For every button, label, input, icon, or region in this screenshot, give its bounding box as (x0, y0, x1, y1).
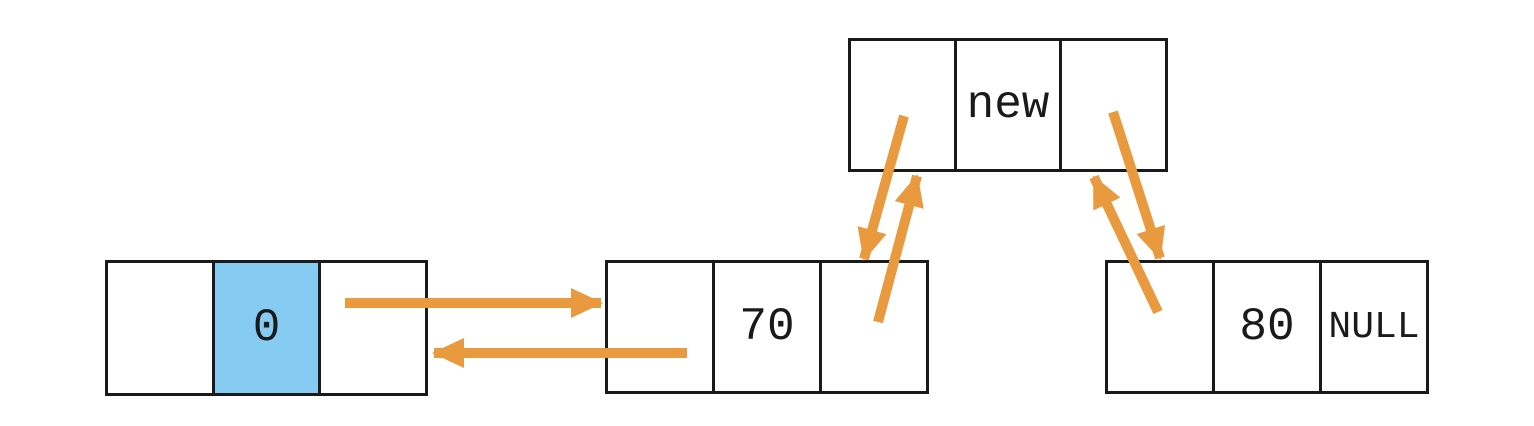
80-prev-pointer-cell (1108, 263, 1212, 391)
80-data-cell: 80 (1212, 263, 1319, 391)
node-80: 80 NULL (1105, 260, 1429, 394)
new-data-cell: new (953, 41, 1060, 169)
70-prev-pointer-cell (608, 263, 712, 391)
new-next-pointer-cell (1059, 41, 1165, 169)
70-next-pointer-cell (819, 263, 926, 391)
head-prev-pointer-cell (108, 263, 212, 393)
head-data-cell: 0 (211, 263, 319, 393)
node-new: new (848, 38, 1168, 172)
node-70: 70 (605, 260, 929, 394)
node-head: 0 (105, 260, 428, 396)
80-next-null-cell: NULL (1319, 263, 1426, 391)
new-prev-pointer-cell (851, 41, 954, 169)
70-data-cell: 70 (712, 263, 819, 391)
head-next-pointer-cell (318, 263, 425, 393)
